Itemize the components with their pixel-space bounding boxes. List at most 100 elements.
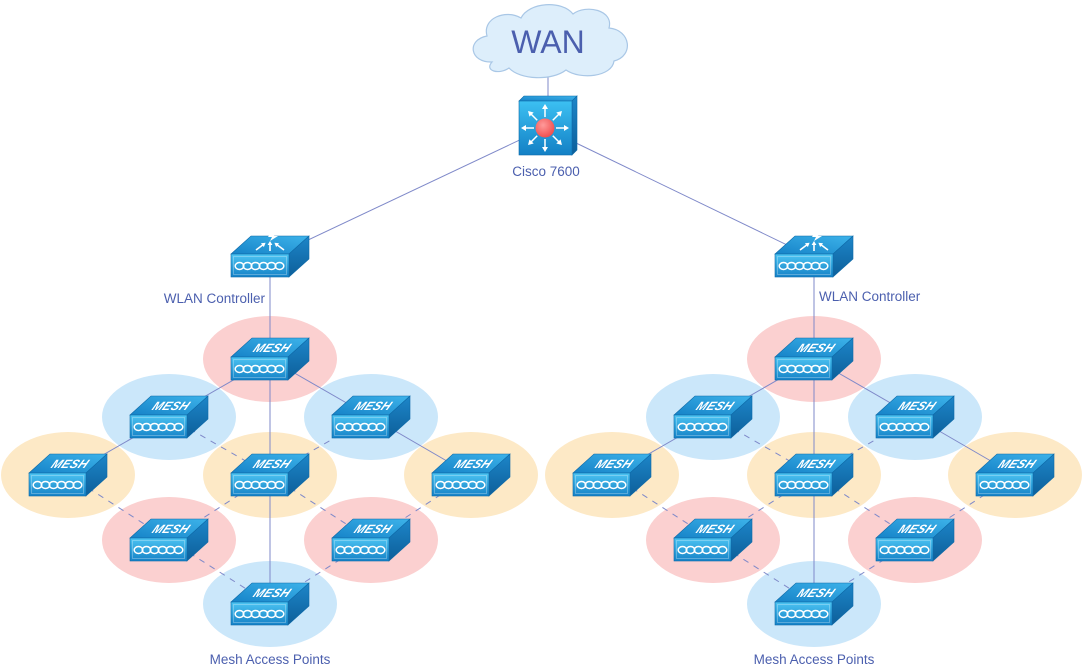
mesh-ap-front-bezel (878, 417, 931, 436)
chain-loop (375, 545, 386, 555)
core-arrow-head (528, 139, 534, 145)
core-arrow (552, 113, 560, 121)
antenna-chain-icon (133, 545, 184, 555)
mesh-access-point-lower-right[interactable]: MESH (875, 518, 955, 562)
antenna-chain-icon (335, 422, 386, 432)
mesh-access-points-label-right: Mesh Access Points (754, 652, 875, 667)
mesh-access-point-lower-left[interactable]: MESH (673, 518, 753, 562)
mesh-ap-front-bezel (575, 475, 628, 494)
mesh-ap-front-bezel (132, 417, 185, 436)
wlan-controller-icon[interactable] (230, 232, 310, 278)
wlan-controller-icon[interactable] (774, 232, 854, 278)
mesh-ap-text: MESH (795, 586, 839, 600)
mesh-ap-front-bezel (777, 359, 830, 378)
controller-arrows-icon (799, 232, 829, 251)
mesh-ap-text: MESH (352, 399, 396, 413)
mesh-ap-text: MESH (150, 399, 194, 413)
wan-cloud[interactable]: WAN (472, 4, 628, 79)
chain-loop (818, 480, 829, 490)
mesh-access-point-center[interactable]: MESH (230, 453, 310, 497)
core-arrow-head (528, 111, 534, 117)
mesh-access-point-bottom[interactable]: MESH (230, 582, 310, 626)
antenna-chain-icon (234, 364, 285, 374)
core-top-face (518, 95, 578, 102)
mesh-access-point-top[interactable]: MESH (230, 337, 310, 381)
chain-loop (717, 545, 728, 555)
antenna-chain-icon (435, 480, 486, 490)
core-arrow-head (556, 139, 562, 145)
mesh-access-point-far-right[interactable]: MESH (975, 453, 1055, 497)
chain-loop (274, 261, 285, 271)
core-arrow-head (556, 111, 562, 117)
chain-loop (173, 545, 184, 555)
link-core-controller-1 (544, 127, 815, 259)
antenna-chain-icon (778, 364, 829, 374)
core-status-dot-icon (535, 118, 555, 138)
mesh-access-point-center[interactable]: MESH (774, 453, 854, 497)
mesh-ap-text: MESH (593, 457, 637, 471)
antenna-chain-icon (879, 422, 930, 432)
mesh-access-point-upper-right[interactable]: MESH (331, 395, 411, 439)
bolt-icon (268, 232, 278, 241)
mesh-access-point-upper-left[interactable]: MESH (129, 395, 209, 439)
coverage-zones-layer (1, 316, 1082, 647)
mesh-ap-text: MESH (795, 457, 839, 471)
mesh-access-point-far-right[interactable]: MESH (431, 453, 511, 497)
wlan-controller-label-right: WLAN Controller (819, 289, 921, 304)
layer3-switch-icon[interactable] (518, 95, 578, 156)
mesh-ap-text: MESH (896, 399, 940, 413)
antenna-chain-icon (234, 480, 285, 490)
chain-loop (475, 480, 486, 490)
core-arrows-icon (521, 104, 569, 152)
mesh-access-point-far-left[interactable]: MESH (28, 453, 108, 497)
mesh-access-point-bottom[interactable]: MESH (774, 582, 854, 626)
mesh-ap-text: MESH (896, 522, 940, 536)
mesh-access-points-label-left: Mesh Access Points (210, 652, 331, 667)
mesh-ap-text: MESH (251, 341, 295, 355)
mesh-ap-front-bezel (233, 359, 286, 378)
mesh-ap-front-bezel (233, 475, 286, 494)
mesh-access-point-lower-left[interactable]: MESH (129, 518, 209, 562)
mesh-access-point-top[interactable]: MESH (774, 337, 854, 381)
core-arrow (552, 135, 560, 143)
mesh-ap-front-bezel (978, 475, 1031, 494)
mesh-ap-text: MESH (996, 457, 1040, 471)
mesh-ap-front-bezel (31, 475, 84, 494)
antenna-chain-icon (32, 480, 83, 490)
mesh-access-point-far-left[interactable]: MESH (572, 453, 652, 497)
mesh-ap-front-bezel (334, 540, 387, 559)
cloud-icon (472, 4, 628, 79)
link-core-controller-0 (269, 127, 546, 259)
antenna-chain-icon (234, 609, 285, 619)
mesh-ap-front-bezel (434, 475, 487, 494)
core-arrow (530, 113, 538, 121)
mesh-access-point-upper-left[interactable]: MESH (673, 395, 753, 439)
core-arrow-head (521, 125, 526, 131)
mesh-ap-front-bezel (777, 604, 830, 623)
chain-loop (274, 480, 285, 490)
mesh-ap-text: MESH (251, 457, 295, 471)
controller-front-bezel (233, 256, 287, 275)
mesh-ap-text: MESH (452, 457, 496, 471)
chain-loop (818, 261, 829, 271)
chain-loop (274, 609, 285, 619)
antenna-chain-icon (677, 422, 728, 432)
antenna-chain-icon (778, 480, 829, 490)
mesh-ap-text: MESH (694, 522, 738, 536)
mesh-ap-front-bezel (676, 540, 729, 559)
bolt-icon (812, 232, 822, 241)
core-side-face (571, 95, 578, 156)
controller-arrow-head (260, 242, 266, 248)
mesh-ap-text: MESH (694, 399, 738, 413)
wlan-controller-label-left: WLAN Controller (164, 291, 266, 306)
antenna-chain-icon (576, 480, 627, 490)
mesh-ap-text: MESH (352, 522, 396, 536)
mesh-access-point-upper-right[interactable]: MESH (875, 395, 955, 439)
mesh-ap-front-bezel (334, 417, 387, 436)
mesh-access-point-lower-right[interactable]: MESH (331, 518, 411, 562)
antenna-chain-icon (879, 545, 930, 555)
mesh-ap-text: MESH (795, 341, 839, 355)
chain-loop (919, 545, 930, 555)
